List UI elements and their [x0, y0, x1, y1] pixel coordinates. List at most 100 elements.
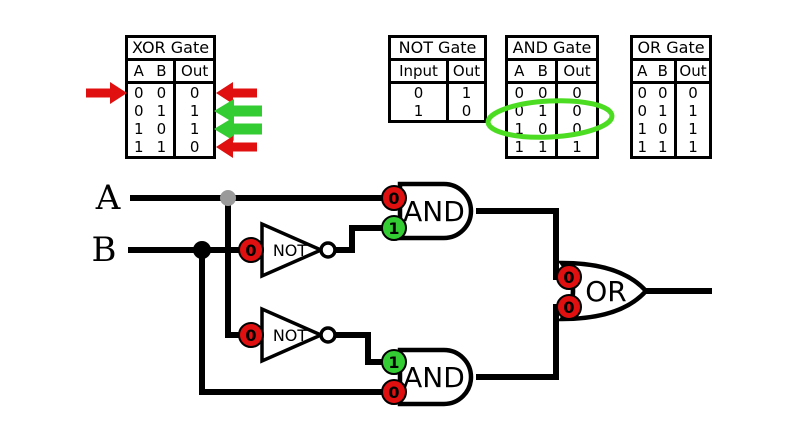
table-cell: 1	[637, 120, 648, 138]
table-cell: 0	[674, 82, 711, 102]
truth-row: A B Out	[126, 59, 215, 84]
or-gate-label: OR	[585, 275, 627, 308]
truth-row: 0 1 1	[632, 102, 711, 120]
wire-and2-to-or	[476, 304, 566, 380]
truth-row: 0 0 0	[632, 82, 711, 102]
table-cell: 1	[173, 120, 215, 138]
signal-value: 0	[245, 326, 256, 345]
table-cell: 1	[156, 102, 167, 120]
or-gate-table: OR Gate A B Out 0 0 0 0 1 1 1 0 1 1 1 1	[630, 35, 712, 159]
truth-row: OR Gate	[631, 36, 711, 61]
table-cell: 1	[674, 138, 711, 158]
signal-high-circle	[381, 349, 407, 375]
table-cell: 1	[555, 138, 598, 158]
table-cell: 1	[537, 138, 548, 156]
table-cell: 1	[514, 138, 525, 156]
column-header: A	[126, 59, 150, 84]
signal-low-circle	[238, 322, 264, 348]
signal-value: 1	[388, 353, 399, 372]
signal-low-circle	[381, 185, 407, 211]
junction-dot-a	[220, 190, 236, 206]
wire-and1-to-or	[476, 208, 566, 280]
table-cell: 1	[134, 120, 144, 138]
not2-gate-label: NOT	[273, 326, 308, 345]
truth-row: XOR Gate	[126, 36, 215, 61]
wire-not2-to-and2	[333, 332, 390, 365]
signal-high-circle	[381, 215, 407, 241]
table-title: OR Gate	[631, 36, 711, 61]
and-gate-table: AND Gate A B Out 0 0 0 0 1 0 1 0 0 1 1 1	[505, 35, 599, 159]
signal-value: 0	[563, 298, 574, 317]
and2-gate	[397, 347, 474, 407]
table-cell: 0	[413, 84, 424, 102]
table-cell: 1	[514, 120, 525, 138]
signal-value: 0	[388, 189, 399, 208]
output-high-row3-arrow-icon	[214, 117, 262, 141]
and2-top-input-badge: 1	[381, 349, 407, 375]
table-cell: 0	[657, 120, 668, 138]
xor-gate-table: XOR Gate A B Out 0 0 0 0 1 1 1 0 1 1 1 0	[125, 35, 217, 159]
table-cell: 0	[555, 120, 598, 138]
table-cell: 1	[156, 138, 167, 156]
column-header: B	[651, 59, 676, 84]
table-cell: 0	[555, 102, 598, 120]
truth-row: A B Out	[631, 59, 711, 84]
truth-row: 0 1	[390, 82, 486, 102]
truth-row: 0 1 1	[127, 102, 215, 120]
signal-low-circle	[238, 237, 264, 263]
table-cell: 0	[173, 138, 215, 158]
table-title: AND Gate	[506, 36, 598, 61]
truth-row: 1 1 1	[632, 138, 711, 158]
table-cell: 0	[134, 102, 144, 120]
truth-row: AND Gate	[506, 36, 598, 61]
signal-low-circle	[556, 264, 582, 290]
or-gate	[557, 260, 650, 322]
truth-row: Input Out	[389, 59, 486, 84]
table-cell: 0	[537, 84, 548, 102]
junction-dot-b	[193, 241, 211, 259]
and1-gate-label: AND	[403, 195, 465, 228]
truth-row: 1 0	[390, 102, 486, 122]
and2-gate-label: AND	[403, 361, 465, 394]
table-cell: 1	[657, 138, 668, 156]
signal-value: 0	[563, 268, 574, 287]
table-cell: 0	[637, 84, 648, 102]
and1-gate	[397, 181, 474, 241]
table-cell: 0	[173, 82, 215, 102]
table-cell: 0	[514, 102, 525, 120]
signal-low-circle	[381, 379, 407, 405]
table-cell: 0	[446, 102, 486, 122]
column-header: B	[530, 59, 557, 84]
truth-row: 0 0 0	[127, 82, 215, 102]
output-low-row1-arrow-icon	[216, 82, 257, 104]
table-title: NOT Gate	[389, 36, 486, 61]
and1-top-input-badge: 0	[381, 185, 407, 211]
table-cell: 0	[156, 120, 167, 138]
table-cell: 1	[173, 102, 215, 120]
table-cell: 0	[637, 102, 648, 120]
table-cell: 0	[134, 84, 144, 102]
truth-row: 1 1 0	[127, 138, 215, 158]
table-cell: 0	[657, 84, 668, 102]
not1-gate-label: NOT	[273, 241, 308, 260]
truth-row: NOT Gate	[389, 36, 486, 61]
truth-row: A B Out	[506, 59, 598, 84]
table-cell: 0	[514, 84, 525, 102]
column-header: B	[149, 59, 175, 84]
not1-input-badge: 0	[238, 237, 264, 263]
not2-bubble-icon	[319, 326, 337, 344]
table-cell: 0	[555, 82, 598, 102]
or-bottom-input-badge: 0	[556, 294, 582, 320]
or-top-input-badge: 0	[556, 264, 582, 290]
table-cell: 1	[446, 82, 486, 102]
not1-bubble-icon	[319, 241, 337, 259]
table-cell: 1	[413, 102, 424, 120]
wire-b-branch-to-and2	[199, 250, 392, 395]
table-cell: 0	[537, 120, 548, 138]
column-header: Out	[555, 59, 598, 84]
table-cell: 1	[674, 120, 711, 138]
not1-gate	[260, 221, 326, 279]
wire-not1-to-and1	[333, 225, 390, 253]
input-b-label: B	[92, 230, 117, 270]
not-gate-table: NOT Gate Input Out 0 1 1 0	[388, 35, 487, 123]
